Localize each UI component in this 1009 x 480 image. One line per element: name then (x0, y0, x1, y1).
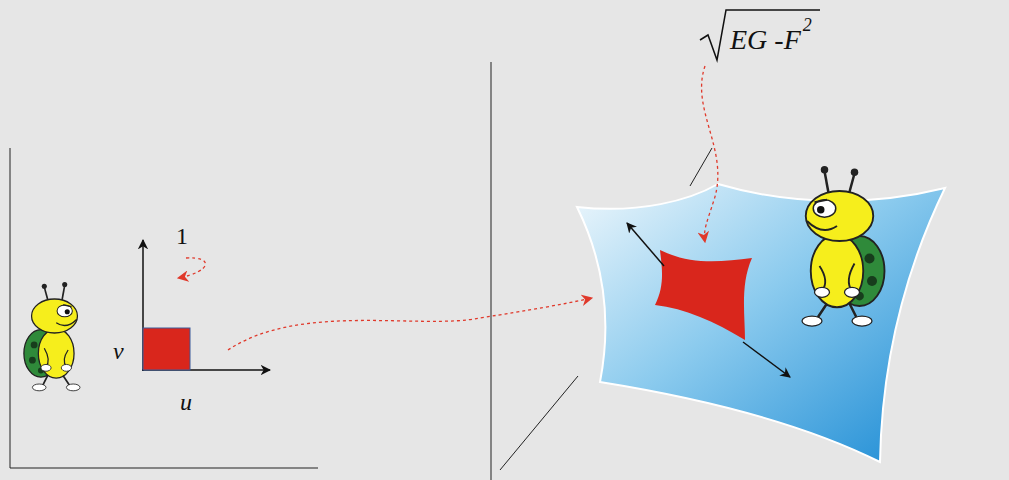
unit-square (143, 328, 190, 370)
side-length: 1 (176, 224, 188, 248)
bug-figure (802, 166, 885, 326)
axis-label: u (180, 390, 192, 414)
radical-sign (700, 10, 820, 60)
parameter-plane (10, 148, 318, 468)
area-patch (655, 250, 752, 340)
surface-view (491, 10, 945, 480)
formula-exponent: 2 (803, 16, 812, 34)
mapping-arrow (228, 298, 592, 350)
surface (577, 184, 945, 462)
axis-label: v (113, 339, 124, 363)
bug-figure (24, 282, 80, 391)
formula-text: EG -F (730, 26, 801, 54)
